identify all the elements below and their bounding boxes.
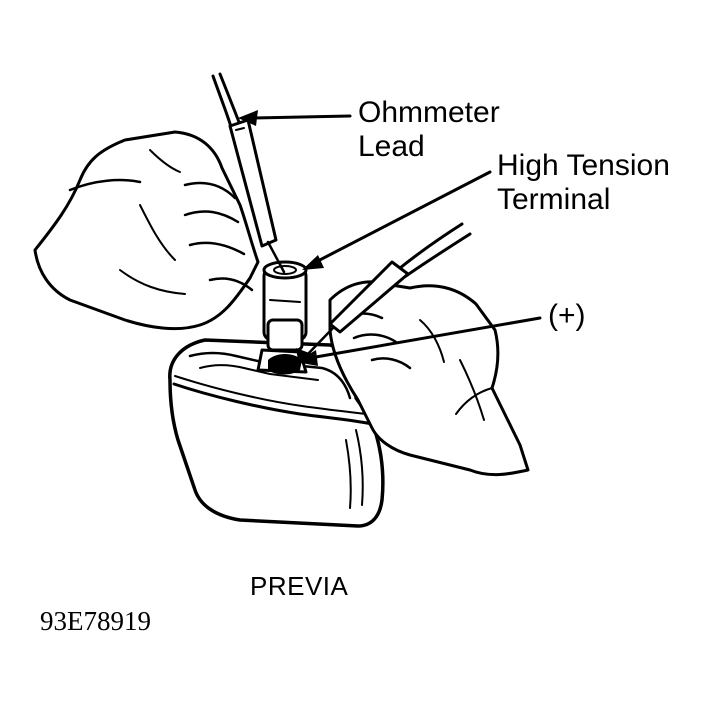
positive-terminal-label: (+) [548,299,586,332]
high-tension-terminal-label-line1: High Tension [497,149,670,182]
high-tension-terminal-label-line2: Terminal [497,183,611,216]
ignition-coil-body [168,338,385,528]
second-probe [304,222,472,358]
ohmmeter-lead-label-line1: Ohmmeter [358,96,500,129]
ohmmeter-probe [211,72,286,274]
model-label: PREVIA [250,571,349,601]
leader-lines [238,110,542,366]
left-hand [33,130,260,331]
ohmmeter-lead-label-line2: Lead [358,130,425,163]
figure-id: 93E78919 [40,606,151,636]
high-tension-terminal-tower [256,260,312,375]
